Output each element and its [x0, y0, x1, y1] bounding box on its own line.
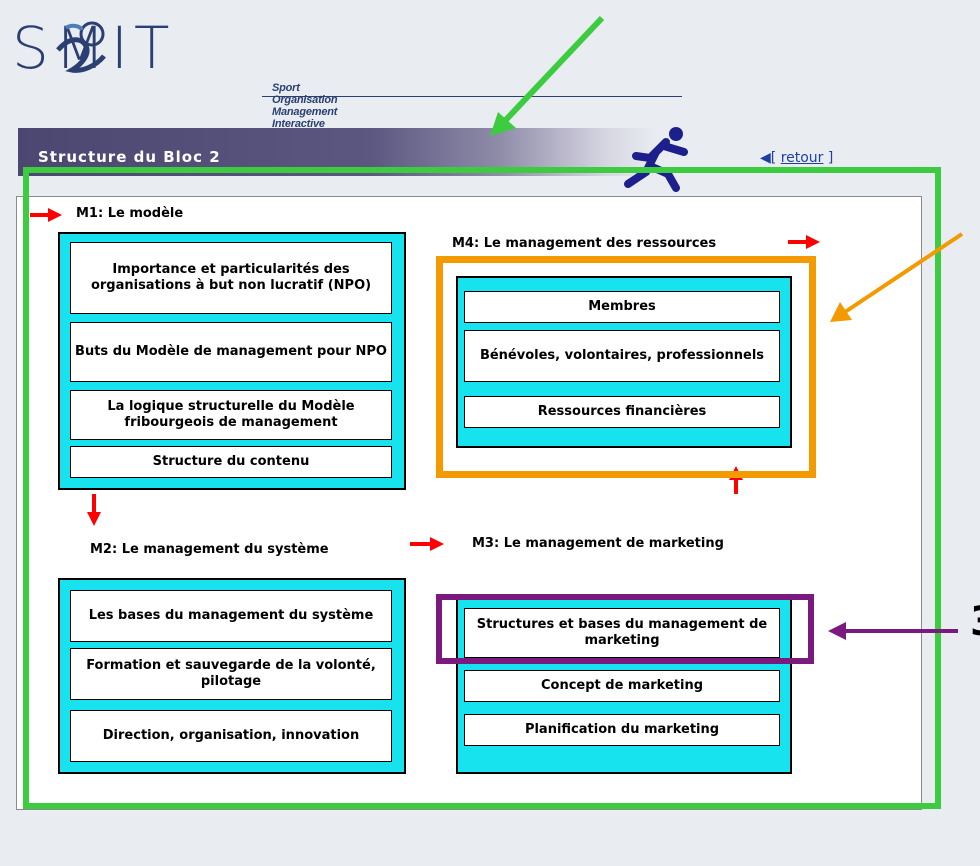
green-pointer-arrow-icon [490, 15, 605, 136]
retour-link[interactable]: ◀[ retour ] [760, 150, 833, 166]
m2-item-3[interactable]: Direction, organisation, innovation [70, 710, 392, 762]
logo-figure-icon [56, 21, 106, 73]
m4-item-3[interactable]: Ressources financières [464, 396, 780, 428]
section-title-m4: M4: Le management des ressources [452, 236, 717, 251]
m3-item-3[interactable]: Planification du marketing [464, 714, 780, 746]
annotation-green-frame [23, 167, 941, 809]
arrow-m2-to-m3-icon [410, 537, 444, 551]
m1-item-2[interactable]: Buts du Modèle de management pour NPO [70, 322, 392, 382]
arrow-into-m1-icon [30, 208, 62, 222]
purple-pointer-arrow-icon [828, 622, 958, 640]
m4-item-2[interactable]: Bénévoles, volontaires, professionnels [464, 330, 780, 382]
section-title-m2: M2: Le management du système [90, 542, 329, 557]
m1-item-1[interactable]: Importance et particularités des organis… [70, 242, 392, 314]
annotation-purple-frame [436, 594, 814, 664]
logo-underline [262, 96, 682, 97]
m1-item-4[interactable]: Structure du contenu [70, 446, 392, 478]
retour-prefix: ◀[ [760, 150, 781, 166]
m4-item-1[interactable]: Membres [464, 291, 780, 323]
orange-pointer-arrow-icon [830, 232, 964, 322]
arrow-down-m1-to-m2-icon [87, 494, 101, 526]
m2-item-1[interactable]: Les bases du management du système [70, 590, 392, 642]
section-title-m3: M3: Le management de marketing [472, 536, 724, 551]
page-title: Structure du Bloc 2 [38, 148, 221, 166]
m3-item-2[interactable]: Concept de marketing [464, 670, 780, 702]
m2-item-2[interactable]: Formation et sauvegarde de la volonté, p… [70, 648, 392, 700]
annotation-number-label: 3 [970, 602, 980, 642]
retour-suffix: ] [823, 150, 834, 166]
m3-item-1[interactable]: Structures et bases du management de mar… [464, 608, 780, 658]
m1-item-3[interactable]: La logique structurelle du Modèle fribou… [70, 390, 392, 440]
arrow-out-m4-icon [788, 235, 820, 249]
retour-label[interactable]: retour [780, 150, 824, 166]
annotation-orange-frame [436, 256, 816, 478]
section-title-m1: M1: Le modèle [76, 206, 184, 221]
